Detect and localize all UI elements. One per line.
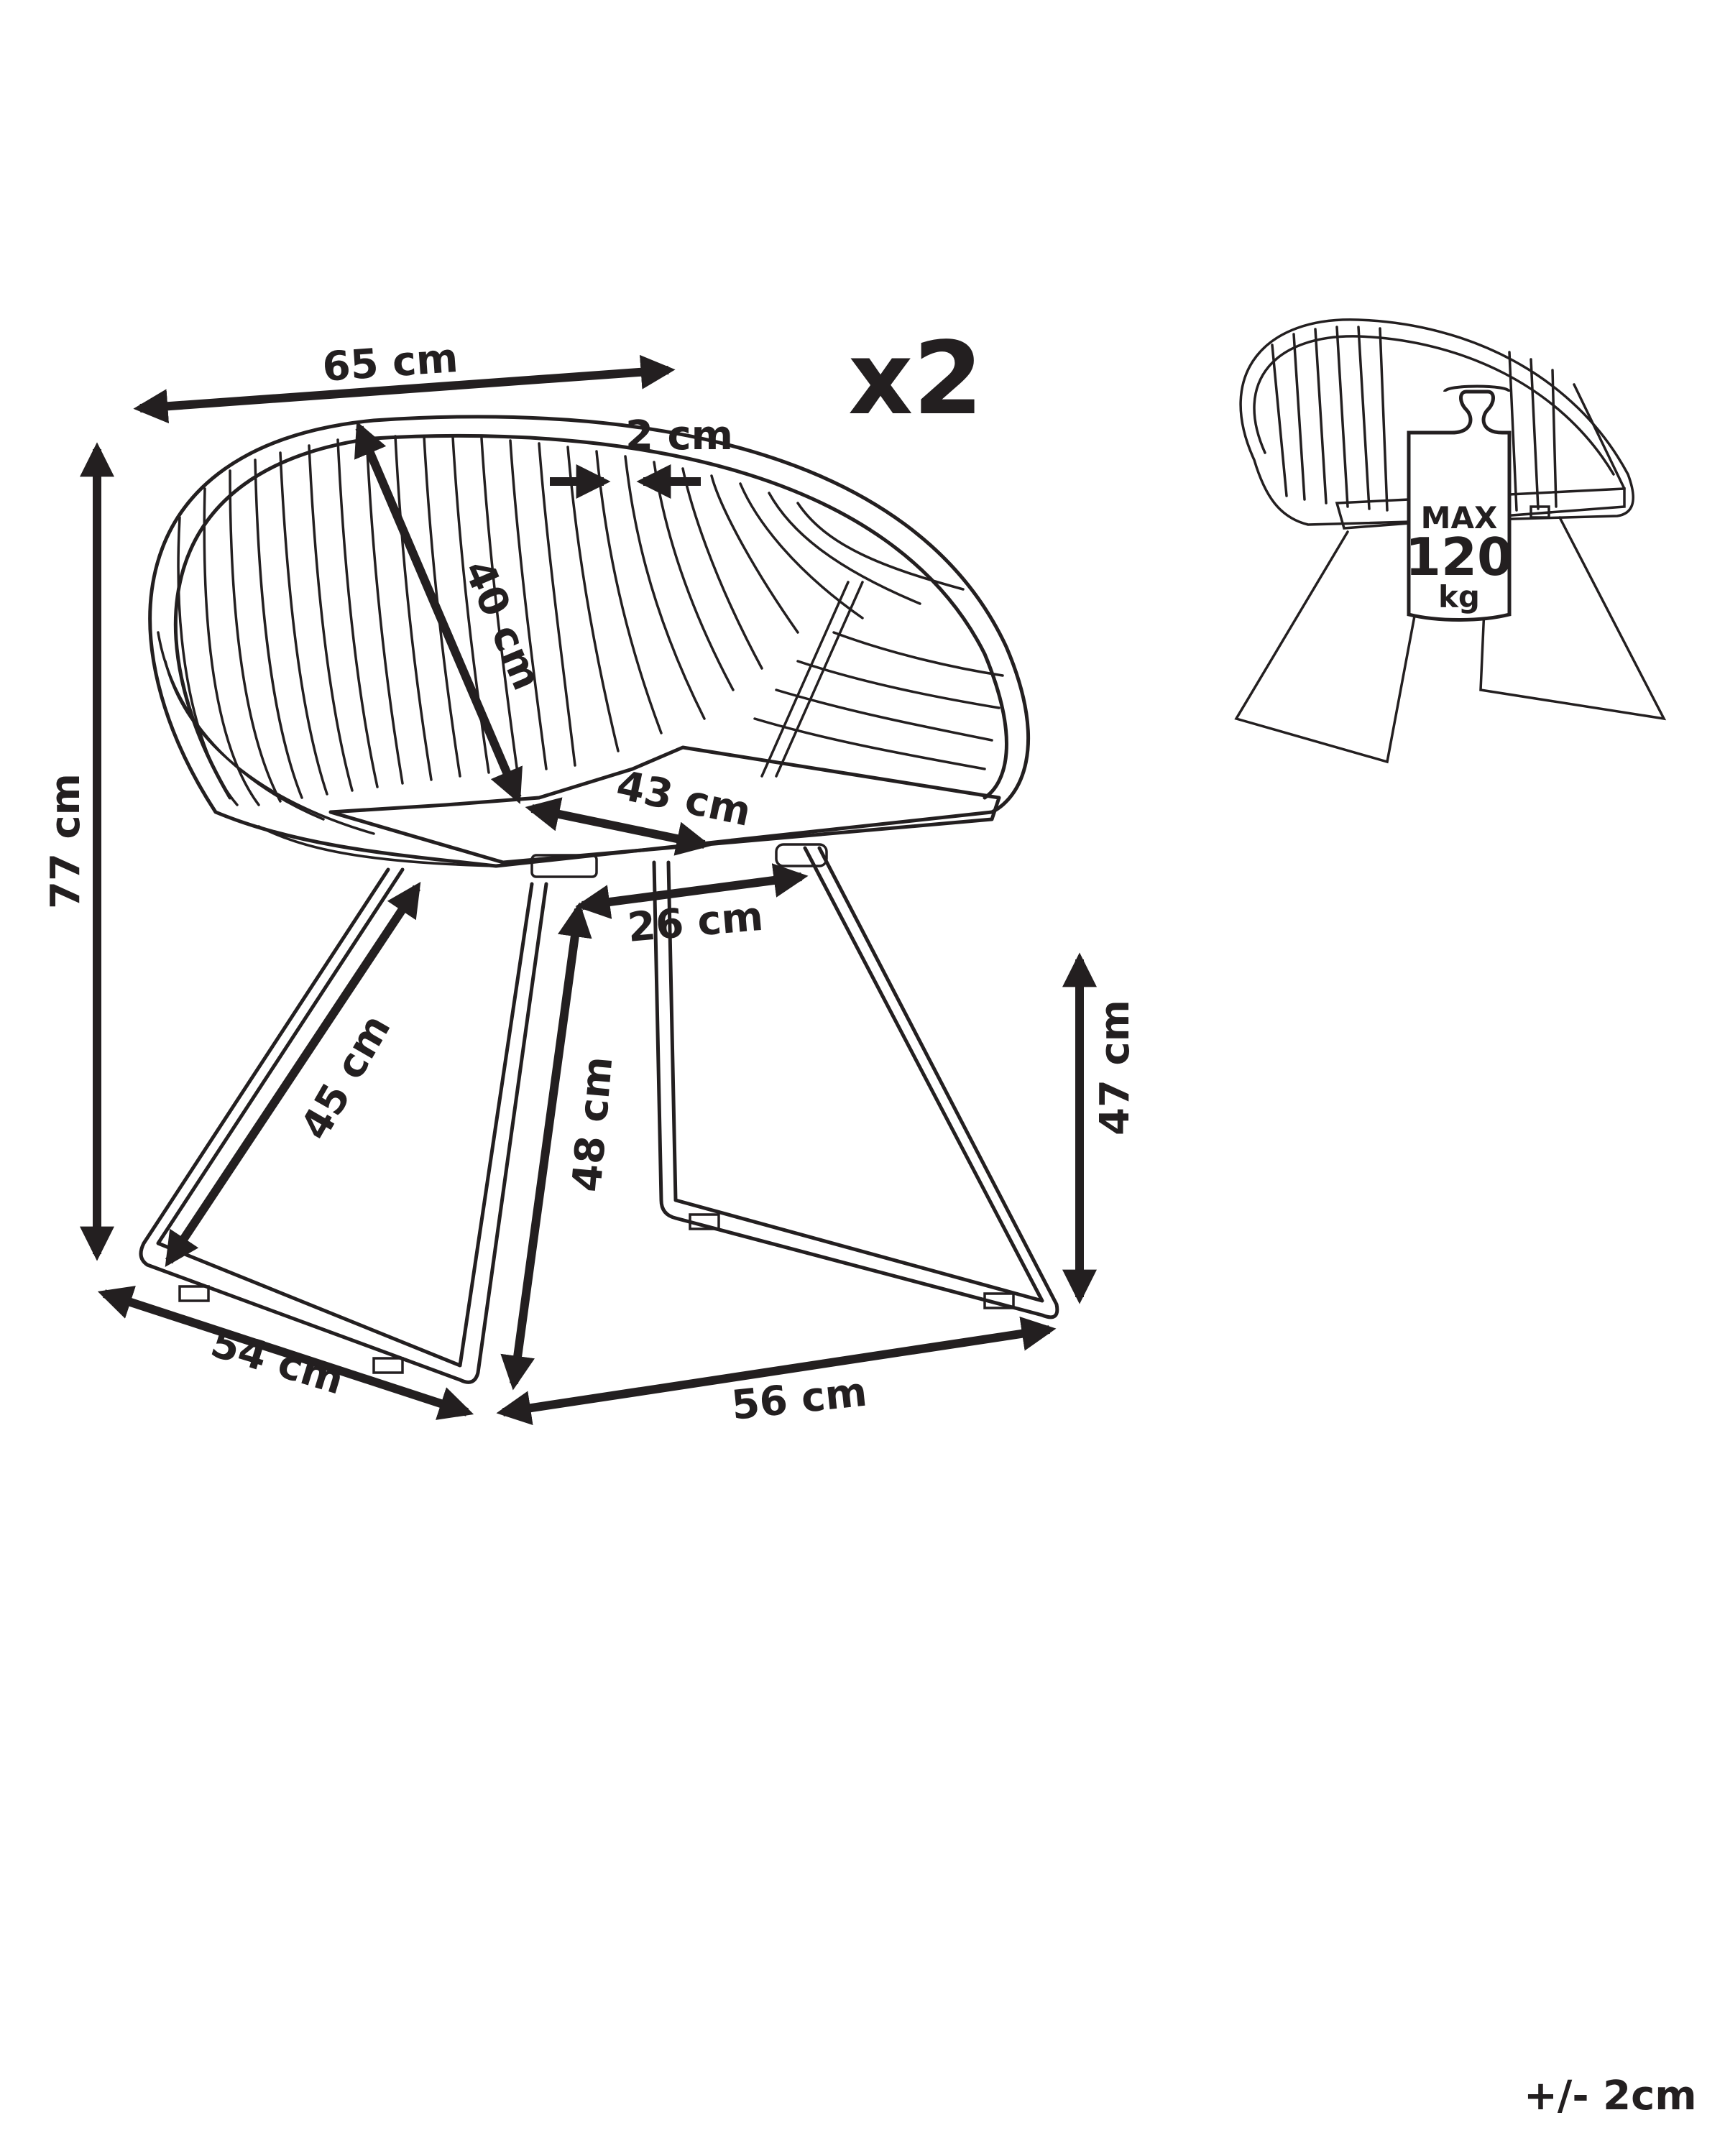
- front-leg-arrow: [165, 882, 421, 1267]
- label-side-leg: 48 cm: [564, 1054, 622, 1194]
- label-front-leg: 45 cm: [292, 1007, 400, 1148]
- badge-unit: kg: [1438, 579, 1480, 614]
- small-back-wires: [1271, 326, 1626, 512]
- badge-weight: 120: [1405, 527, 1513, 587]
- dimension-arrows: [80, 354, 1097, 1425]
- side-leg-arrow: [500, 902, 592, 1391]
- label-seat-depth: 43 cm: [612, 762, 755, 836]
- label-wire-gap: 2 cm: [625, 413, 733, 459]
- backrest-arrow: [354, 421, 523, 804]
- small-seat: [1335, 487, 1626, 530]
- tolerance-label: +/- 2cm: [1524, 2073, 1697, 2119]
- label-width: 65 cm: [321, 335, 459, 391]
- weight-icon: MAX 120 kg: [1405, 384, 1513, 622]
- label-seat-height: 47 cm: [1092, 1000, 1138, 1135]
- seat-depth-arrow: [525, 797, 712, 856]
- label-total-height: 77 cm: [42, 773, 89, 909]
- leg-spacing-arrow: [575, 863, 809, 919]
- dimension-labels: 65 cm 2 cm 40 cm 43 cm 26 cm 77 cm 45 cm…: [42, 321, 1697, 2119]
- backrest-wires: [177, 435, 1004, 806]
- load-capacity-chair: MAX 120 kg: [1234, 318, 1667, 764]
- badge-max: MAX: [1421, 500, 1498, 535]
- quantity-label: x2: [848, 321, 983, 438]
- base-depth-arrow: [97, 1286, 474, 1420]
- label-leg-spacing: 26 cm: [626, 893, 765, 952]
- base-width-arrow: [496, 1317, 1057, 1425]
- width-arrow: [133, 354, 676, 424]
